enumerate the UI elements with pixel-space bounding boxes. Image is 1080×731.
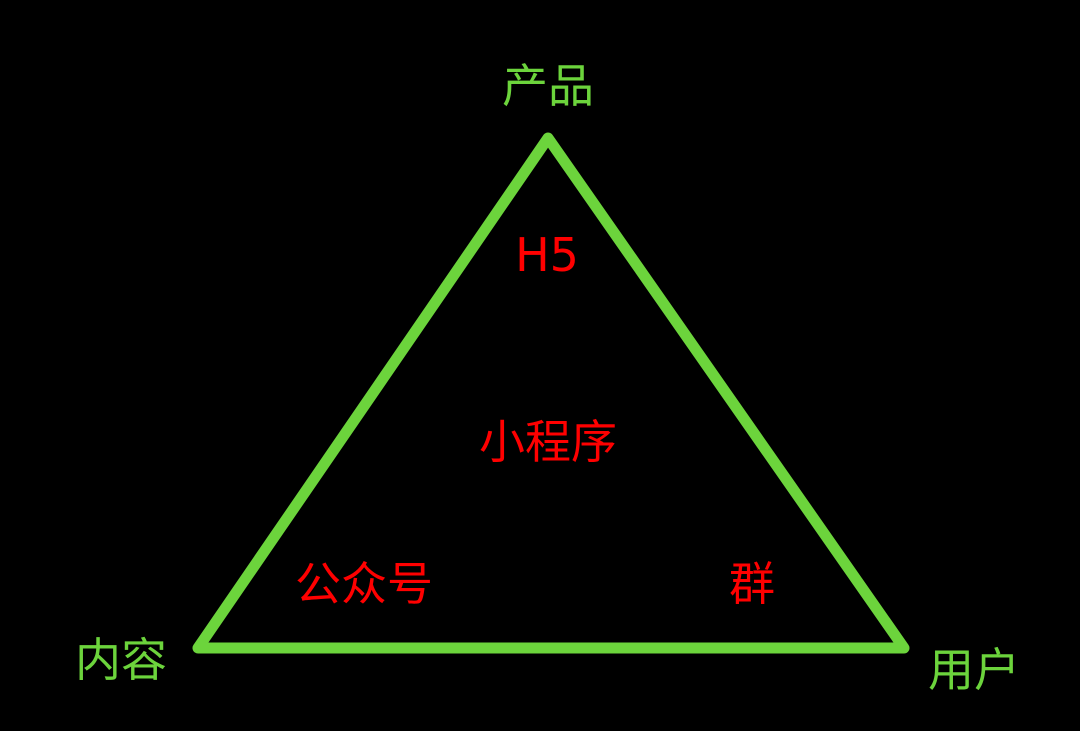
inner-label-group: 群 [729, 557, 775, 611]
inner-label-h5: H5 [515, 228, 579, 282]
vertex-label-users: 用户 [928, 643, 1020, 697]
triangle-outline [192, 132, 910, 654]
vertex-label-product: 产品 [502, 59, 594, 113]
inner-label-mini-program: 小程序 [479, 415, 617, 469]
inner-label-official-account: 公众号 [295, 557, 433, 611]
vertex-label-content: 内容 [75, 633, 167, 687]
